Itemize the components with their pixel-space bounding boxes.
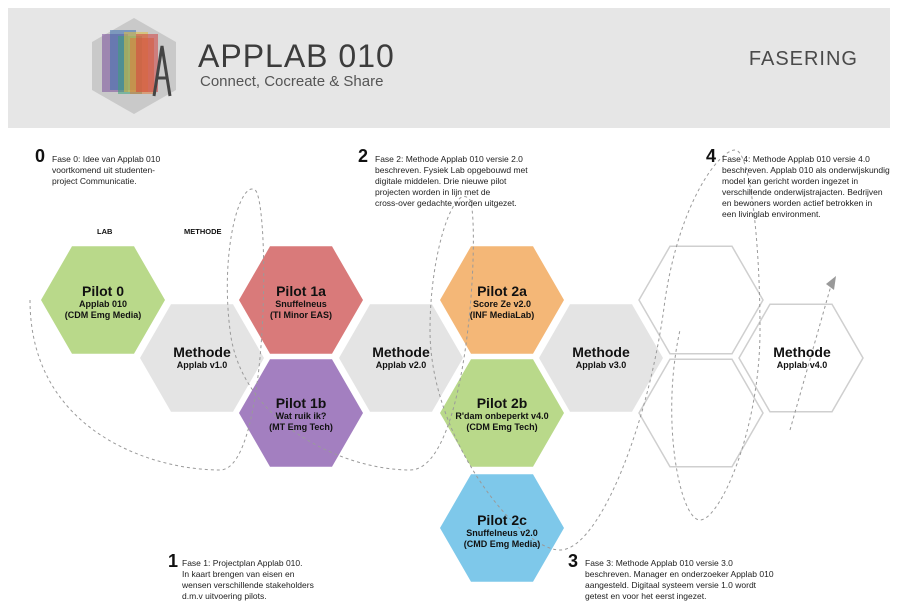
hex-label-pilot-1a: Pilot 1a Snuffelneus (TI Minor EAS) bbox=[270, 283, 332, 320]
hex-pilot-1b bbox=[239, 359, 363, 467]
hex-empty-upper bbox=[638, 245, 764, 355]
hex-label-methode-v2: Methode Applab v2.0 bbox=[372, 344, 430, 370]
hex-pilot-2a bbox=[440, 246, 564, 354]
lab-column-label: LAB bbox=[97, 227, 113, 236]
hex-pilot-1a bbox=[239, 246, 363, 354]
hex-label-pilot-0: Pilot 0 Applab 010 (CDM Emg Media) bbox=[64, 283, 142, 320]
hex-pilot-0 bbox=[41, 246, 165, 354]
hex-methode-v2 bbox=[339, 304, 463, 412]
hex-pilot-2c bbox=[440, 474, 564, 582]
hex-methode-v1 bbox=[140, 304, 264, 412]
brand-subtitle: Connect, Cocreate & Share bbox=[200, 73, 384, 90]
hex-label-pilot-2b: Pilot 2b R'dam onbeperkt v4.0 (CDM Emg T… bbox=[455, 395, 549, 432]
phase-note-1: Fase 1: Projectplan Applab 010.In kaart … bbox=[182, 558, 314, 601]
phase-number-4: 4 bbox=[706, 146, 717, 166]
phase-number-1: 1 bbox=[168, 551, 179, 571]
hex-label-pilot-2a: Pilot 2a Score Ze v2.0 (INF MediaLab) bbox=[469, 283, 535, 320]
arrow-head bbox=[826, 276, 836, 290]
hex-methode-v3 bbox=[539, 304, 663, 412]
methode-column-label: METHODE bbox=[184, 227, 222, 236]
hex-label-pilot-2c: Pilot 2c Snuffelneus v2.0 (CMD Emg Media… bbox=[463, 512, 541, 549]
phase-number-3: 3 bbox=[568, 551, 579, 571]
hex-label-pilot-1b: Pilot 1b Wat ruik ik? (MT Emg Tech) bbox=[269, 395, 333, 432]
hex-label-methode-v1: Methode Applab v1.0 bbox=[173, 344, 231, 370]
hex-label-methode-v3: Methode Applab v3.0 bbox=[572, 344, 630, 370]
hex-empty-lower bbox=[638, 358, 764, 468]
flow-path bbox=[29, 149, 833, 551]
phase-number-2: 2 bbox=[358, 146, 369, 166]
applab-logo bbox=[92, 18, 176, 114]
brand-title: APPLAB 010 bbox=[198, 38, 395, 74]
section-title: FASERING bbox=[748, 48, 858, 70]
hex-label-methode-v4: Methode Applab v4.0 bbox=[773, 344, 831, 370]
hex-methode-v4 bbox=[738, 303, 864, 413]
phase-number-0: 0 bbox=[35, 146, 46, 166]
hex-pilot-2b bbox=[440, 359, 564, 467]
